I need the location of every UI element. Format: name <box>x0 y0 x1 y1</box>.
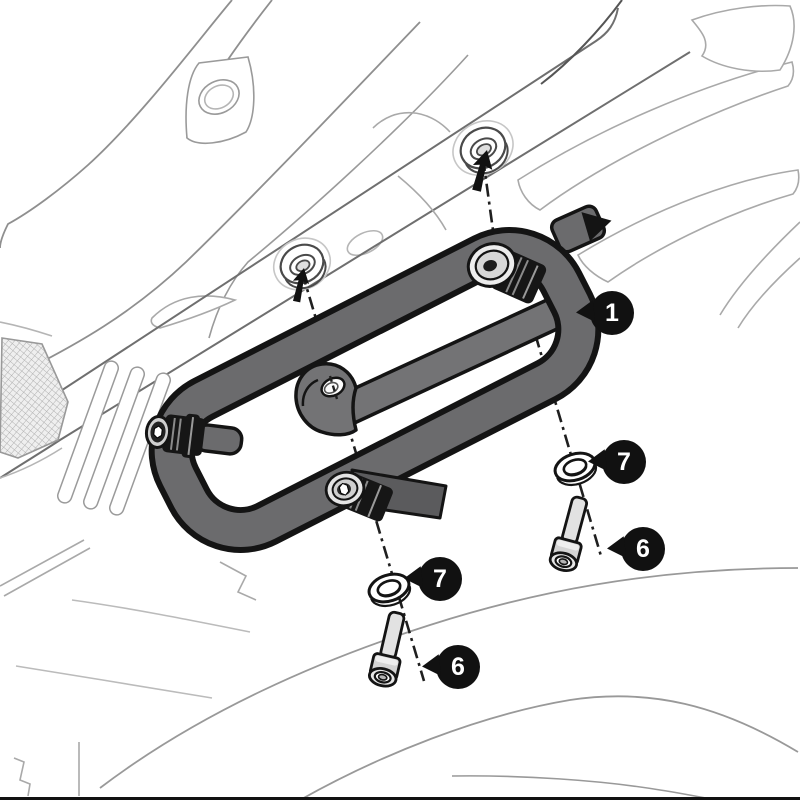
callout-badge-6-right: 6 <box>621 527 665 571</box>
bolt-bottom <box>368 610 406 688</box>
callout-number: 7 <box>617 448 631 476</box>
carrier-hook <box>294 362 358 437</box>
washer-right <box>553 451 598 487</box>
callout-number: 7 <box>433 565 447 593</box>
callout-badge-7-right: 7 <box>602 440 646 484</box>
up-arrow-icon <box>292 268 309 303</box>
subframe-rail-lower <box>0 51 691 479</box>
figure-bottom-border <box>0 797 800 800</box>
grab-rail-outer <box>0 0 233 249</box>
callout-number: 1 <box>605 299 619 327</box>
callout-badge-7-left: 7 <box>418 557 462 601</box>
tail-swoosh-1 <box>517 61 795 211</box>
grommet-middle <box>272 237 332 291</box>
seat-edge <box>29 21 421 369</box>
seat-trim-swoosh <box>150 295 238 329</box>
mesh-vent <box>0 337 69 459</box>
hex-socket-icon <box>558 558 569 566</box>
tail-swoosh-3 <box>690 4 795 73</box>
grab-rail-hole <box>198 79 240 115</box>
grab-rail-plate <box>185 56 255 144</box>
mount-stud-center <box>324 470 393 522</box>
mount-stud-top <box>466 242 547 304</box>
hex-socket-icon <box>377 673 388 681</box>
callout-number: 6 <box>451 653 465 681</box>
axis-right-bolt <box>526 309 603 557</box>
fender-arc-low <box>451 775 717 800</box>
fender-arc-mid <box>299 695 799 800</box>
bolt-right <box>548 495 589 573</box>
callout-number: 6 <box>636 535 650 563</box>
hex-socket-icon <box>153 425 163 439</box>
up-arrow-icon <box>472 150 493 192</box>
tail-swoosh-2 <box>576 169 800 283</box>
callout-badge-1: 1 <box>590 291 634 335</box>
callout-badge-6-left: 6 <box>436 645 480 689</box>
mount-stud-left <box>144 413 244 459</box>
insertion-arrows <box>292 150 493 303</box>
carrier-end-tab <box>549 204 612 254</box>
hex-socket-icon <box>338 482 350 496</box>
panel-ribs <box>56 360 172 516</box>
fender-arc-top <box>99 567 799 789</box>
washer-center <box>367 572 412 608</box>
carrier-loop <box>148 227 602 553</box>
